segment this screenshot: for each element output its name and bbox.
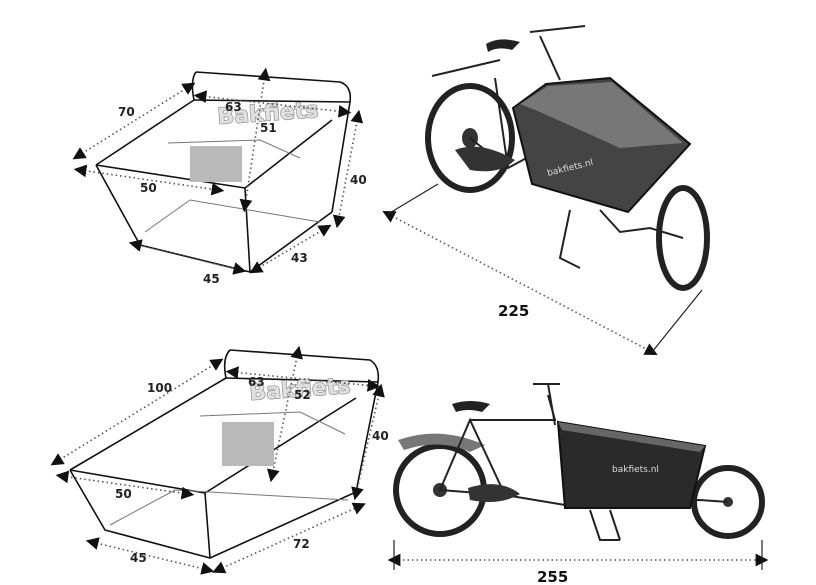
- bike-long-rear-fender: [398, 433, 485, 452]
- box-long-drawing: Bakfiets 100 63 52 40 50 45 72: [50, 345, 389, 575]
- box-long-dim-top-length: [50, 358, 224, 466]
- box-short-label-bottom-length: 50: [140, 181, 157, 195]
- box-long-label-bottom-length: 50: [115, 487, 132, 501]
- bike-short-rear-wheel: [425, 83, 515, 193]
- box-short-floor: [144, 199, 321, 233]
- bike-short-dim-tick-left: [387, 183, 439, 215]
- bike-short-photo: bakfiets.nl 225: [382, 25, 710, 355]
- box-short-bench-shade: [190, 146, 242, 182]
- box-short-dim-bottom-front: [128, 239, 247, 275]
- bike-short-dim-tick-right: [651, 289, 703, 353]
- box-long-label-top-width: 63: [248, 375, 265, 389]
- box-long-back-edge: [229, 349, 380, 493]
- bike-long-chain-guard: [468, 484, 520, 502]
- bike-short-chain-guard: [455, 146, 515, 172]
- box-short-dim-top-length: [72, 82, 196, 160]
- bike-long-stand: [589, 509, 621, 541]
- box-long-left-edge: [69, 349, 231, 471]
- bike-long-photo: bakfiets.nl 255: [387, 383, 769, 585]
- box-short-dim-height-side: [332, 109, 364, 229]
- box-long-label-height-center: 52: [294, 388, 311, 402]
- bike-short-front-wheel: [656, 185, 710, 291]
- box-short-dim-bottom-length: [73, 164, 225, 196]
- box-short-drawing: Bakfiets 70 63 51 40 50 45 43: [72, 67, 367, 286]
- box-short-label-height-center: 51: [260, 121, 277, 135]
- bike-long-front-wheel: [691, 465, 765, 539]
- box-long-floor: [109, 489, 349, 526]
- box-long-dim-bottom-side: [212, 502, 366, 574]
- box-long-dim-height-center: [267, 345, 303, 483]
- bike-long-cargo-box-rim: [558, 422, 705, 452]
- bike-long-handlebar: [533, 383, 560, 426]
- box-short-left-edge: [95, 71, 197, 166]
- bike-short-label-length: 225: [498, 302, 529, 320]
- bike-short-saddle: [486, 39, 520, 52]
- bike-long-box-text: bakfiets.nl: [612, 465, 659, 475]
- box-short-label-height-side: 40: [350, 173, 367, 187]
- bike-short-dim-length: [382, 211, 658, 355]
- box-long-bottom-edge: [209, 491, 357, 559]
- box-long-dim-top-width: [225, 366, 381, 392]
- bike-long-label-length: 255: [537, 568, 568, 585]
- box-long-bench-shade: [222, 422, 274, 466]
- box-long-label-bottom-front: 45: [130, 551, 147, 565]
- box-long-dim-bottom-length: [55, 470, 195, 500]
- box-long-label-bottom-side: 72: [293, 537, 310, 551]
- box-long-front-panel: [69, 469, 211, 559]
- bike-short-cargo-box-inner: [520, 82, 683, 148]
- box-short-label-top-length: 70: [118, 105, 135, 119]
- box-short-back-edge: [195, 71, 352, 213]
- box-short-label-top-width: 63: [225, 100, 242, 114]
- bike-short-handlebar: [529, 25, 586, 81]
- box-short-label-bottom-side: 43: [291, 251, 308, 265]
- box-long-dim-bottom-front: [85, 537, 215, 575]
- box-short-label-bottom-front: 45: [203, 272, 220, 286]
- box-short-dim-bottom-side: [249, 224, 332, 274]
- box-long-label-top-length: 100: [147, 381, 172, 395]
- bike-long-saddle: [452, 401, 490, 412]
- bike-short-stand: [558, 209, 684, 269]
- box-short-dim-top-width: [193, 90, 352, 118]
- box-long-label-height-side: 40: [372, 429, 389, 443]
